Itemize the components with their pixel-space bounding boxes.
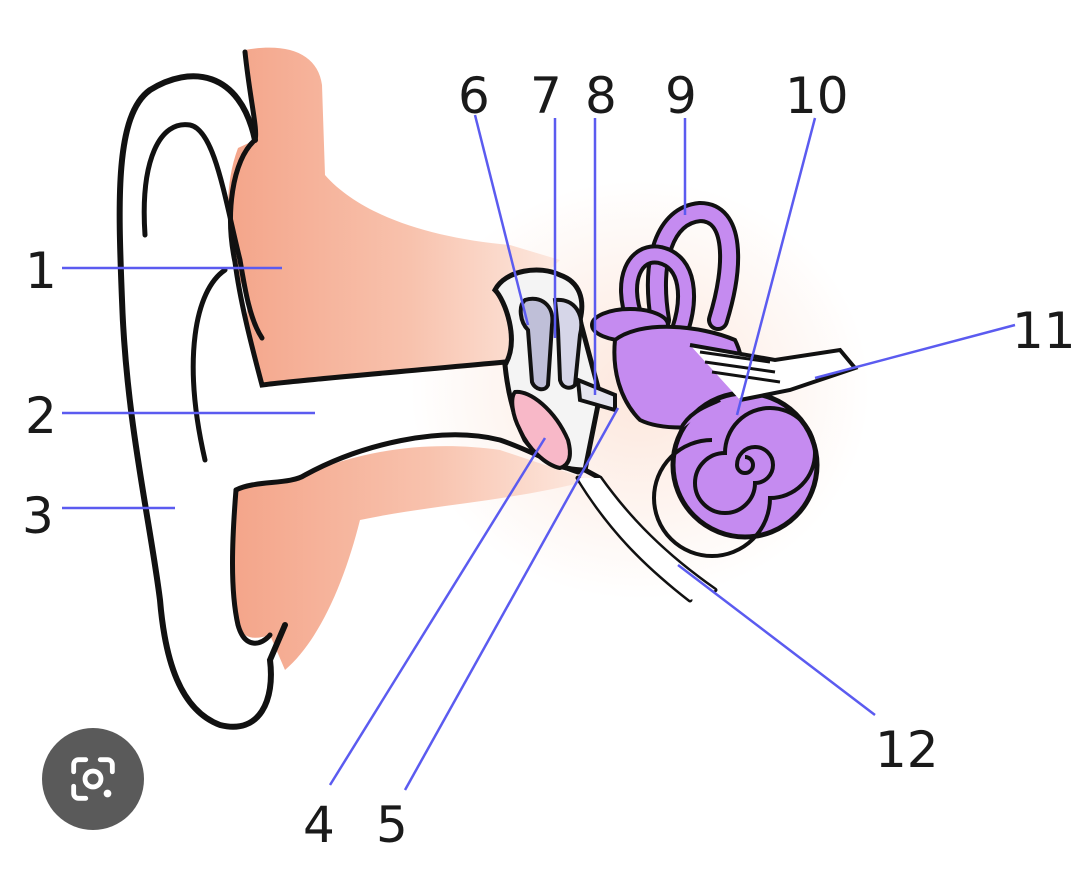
pinna-outline <box>116 73 288 730</box>
eustachian-tube-fill <box>578 478 715 600</box>
malleus-shape <box>518 296 555 392</box>
leader-line-12 <box>677 564 876 716</box>
leader-line-4 <box>328 437 547 786</box>
label-8: 8 <box>585 67 617 125</box>
label-11: 11 <box>1012 302 1076 360</box>
stapes-shape <box>575 376 617 413</box>
semicircular-canal-superior-fill <box>650 204 737 327</box>
cochlea-to-vestibule <box>678 398 721 431</box>
lobe-edge <box>230 487 273 646</box>
label-10: 10 <box>785 67 849 125</box>
label-4: 4 <box>303 796 335 854</box>
cochlea-spiral <box>652 406 817 558</box>
skin-lower <box>232 446 590 670</box>
google-lens-icon <box>71 757 115 801</box>
label-9: 9 <box>665 67 697 125</box>
leader-line-10 <box>735 117 817 416</box>
incus-shape <box>552 297 584 390</box>
semicircular-canal-posterior-fill <box>623 248 692 336</box>
label-6: 6 <box>458 67 490 125</box>
leader-line-6 <box>473 114 530 326</box>
label-3: 3 <box>22 487 54 545</box>
label-5: 5 <box>376 796 408 854</box>
leader-lines <box>62 114 1016 791</box>
eardrum-shape <box>510 389 572 471</box>
label-12: 12 <box>875 721 939 779</box>
leader-line-11 <box>814 323 1016 380</box>
label-1: 1 <box>25 242 57 300</box>
pinna-inner-fold <box>141 122 265 341</box>
antihelix-curve <box>190 267 228 463</box>
google-lens-button[interactable] <box>42 728 144 830</box>
skin-upper-edge <box>228 49 508 388</box>
skin-upper <box>227 47 560 386</box>
leader-line-5 <box>403 407 620 791</box>
label-2: 2 <box>25 387 57 445</box>
label-7: 7 <box>530 67 562 125</box>
